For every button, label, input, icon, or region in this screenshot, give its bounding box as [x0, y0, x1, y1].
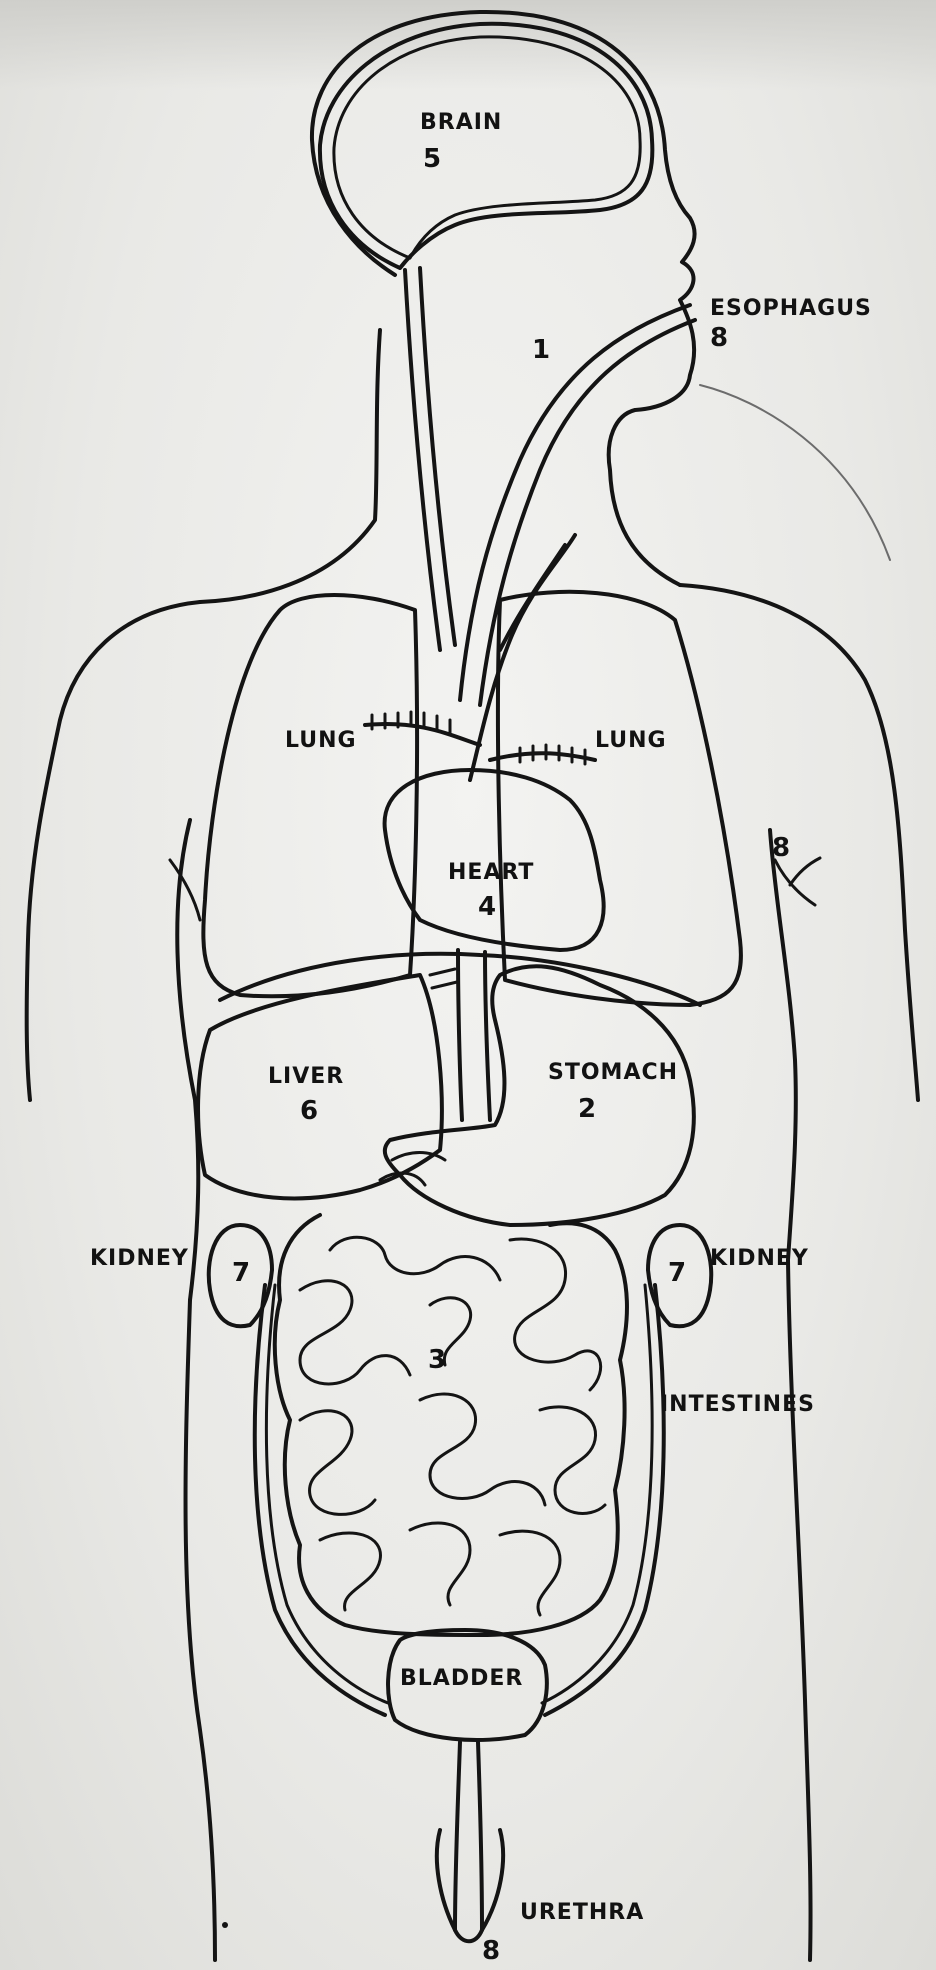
mouth-line — [700, 385, 890, 560]
intestine-coil-3 — [510, 1239, 601, 1390]
label-lung-right: LUNG — [595, 730, 667, 752]
urethra-tip — [455, 1930, 482, 1941]
spinal-tube-inner — [420, 268, 455, 645]
right-bronchus — [490, 753, 595, 760]
left-arm-vessel — [170, 860, 200, 920]
right-torso-side — [788, 1260, 811, 1960]
intestine-coil-4 — [300, 1411, 375, 1515]
left-shoulder-arm — [27, 602, 200, 1100]
urethra-right — [478, 1742, 503, 1930]
label-kidney-right: KIDNEY — [710, 1248, 809, 1270]
esophagus-lower-right — [485, 952, 490, 1120]
label-stomach-number: 2 — [578, 1096, 596, 1122]
esophagus-tube-inner — [480, 320, 695, 705]
intestine-coil-6 — [540, 1407, 605, 1514]
label-intestines-number: 3 — [428, 1347, 446, 1373]
label-lung-left: LUNG — [285, 730, 357, 752]
neck-front — [200, 330, 380, 602]
label-arm-number: 8 — [772, 835, 790, 861]
intestine-coil-1 — [300, 1281, 410, 1384]
label-stomach: STOMACH — [548, 1062, 678, 1084]
label-esophagus-number: 8 — [710, 325, 728, 351]
right-shoulder-arm — [680, 585, 918, 1100]
intestine-coil-8 — [410, 1523, 560, 1615]
label-kidney-left: KIDNEY — [90, 1248, 189, 1270]
right-ureter-inner — [542, 1285, 652, 1703]
left-bronchus — [365, 724, 480, 745]
label-urethra-number: 8 — [482, 1938, 500, 1964]
arm-vessel — [775, 858, 820, 905]
right-ureter-outer — [545, 1285, 664, 1715]
left-bronchus-ticks — [372, 712, 450, 734]
esophagus-lower-left — [458, 950, 462, 1120]
label-heart: HEART — [448, 862, 534, 884]
label-heart-number: 4 — [478, 894, 496, 920]
brain-outline — [320, 24, 652, 268]
intestine-coil-2 — [330, 1237, 500, 1280]
intestine-coil-5 — [420, 1394, 545, 1505]
label-kidney-right-number: 7 — [668, 1260, 686, 1286]
label-neck-number: 1 — [532, 337, 550, 363]
intestine-coil-7 — [320, 1533, 380, 1610]
label-brain-number: 5 — [423, 146, 441, 172]
left-lung — [203, 595, 417, 996]
label-liver: LIVER — [268, 1066, 344, 1088]
right-arm-inner — [770, 830, 796, 1260]
label-bladder: BLADDER — [400, 1668, 523, 1690]
left-torso-side — [186, 1300, 215, 1960]
label-urethra: URETHRA — [520, 1902, 644, 1924]
label-liver-number: 6 — [300, 1098, 318, 1124]
label-kidney-left-number: 7 — [232, 1260, 250, 1286]
label-esophagus: ESOPHAGUS — [710, 298, 872, 320]
left-arm-inner — [177, 820, 198, 1300]
label-brain: BRAIN — [420, 112, 502, 134]
esophagus-tube-outer — [460, 305, 690, 700]
urethra-left — [437, 1742, 460, 1930]
right-lung — [498, 592, 741, 1005]
brain-inner-outline — [334, 37, 640, 258]
label-intestines: INTESTINES — [660, 1394, 815, 1416]
intestines-outline — [275, 1215, 627, 1635]
dot-mark — [222, 1922, 228, 1928]
bile-duct — [430, 969, 457, 988]
